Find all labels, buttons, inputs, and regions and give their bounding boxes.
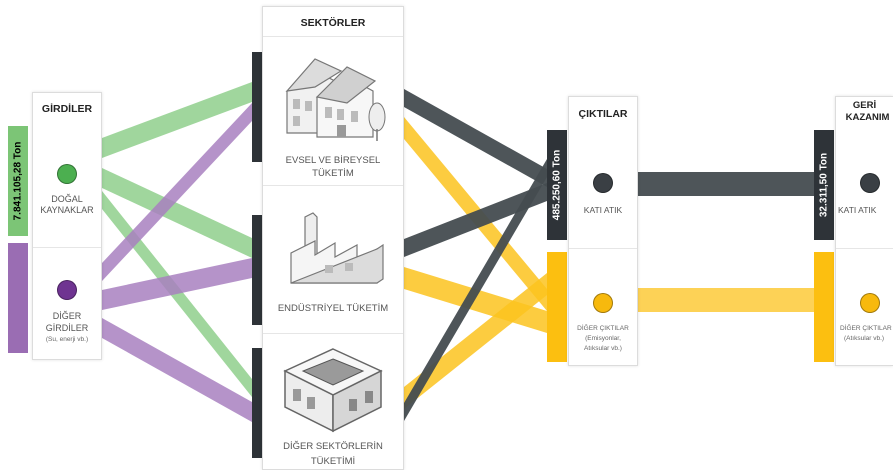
flow-solid-waste-to-recovery — [638, 172, 814, 196]
natural-resources-dot — [57, 164, 77, 184]
recovery-title-2: KAZANIM — [845, 112, 890, 123]
solid-waste-bar: 485.250,60 Ton — [547, 130, 567, 240]
outputs-card: ÇIKTILAR KATI ATIK DİĞER ÇIKTILAR (Emisy… — [568, 96, 638, 366]
natural-resources-label-1: DOĞAL — [51, 194, 83, 204]
recovered-solid-waste-label: KATI ATIK — [838, 205, 877, 215]
recovery-total-label: 32.311,50 Ton — [818, 152, 830, 218]
sector-other-label-1: DİĞER SEKTÖRLERİN — [283, 441, 383, 452]
recovered-other-outputs-bar — [814, 252, 834, 362]
solid-waste-label: KATI ATIK — [583, 205, 623, 215]
flow-other-to-industrial — [102, 258, 252, 310]
sector-household-label-1: EVSEL VE BİREYSEL — [285, 155, 381, 166]
factory-icon — [290, 212, 384, 284]
flow-others-to-other-outputs — [404, 273, 547, 409]
natural-resources-bar: 7.841.105,28 Ton — [8, 126, 28, 236]
recovery-divider — [836, 248, 893, 249]
flow-natural-to-industrial — [102, 168, 252, 258]
recovered-other-outputs-sub: (Atıksular vb.) — [844, 335, 885, 342]
other-outputs-sub-2: Atıksular vb.) — [584, 345, 622, 352]
other-inputs-sub: (Su, enerji vb.) — [45, 336, 89, 343]
outputs-divider — [569, 248, 637, 249]
flow-household-to-solid-waste — [404, 89, 547, 187]
sector-divider-2 — [263, 333, 403, 334]
sectors-card: SEKTÖRLER EVSEL VE BİREYSEL TÜKETİM ENDÜ… — [262, 6, 404, 470]
sector-bar-other — [252, 348, 262, 458]
recovered-solid-waste-bar: 32.311,50 Ton — [814, 130, 834, 240]
outputs-total-label: 485.250,60 Ton — [551, 149, 563, 221]
other-inputs-label-1: DİĞER — [52, 311, 82, 321]
recovered-other-outputs-dot — [860, 293, 880, 313]
recovered-other-outputs-label: DİĞER ÇIKTILAR — [840, 325, 892, 332]
natural-resources-label-2: KAYNAKLAR — [40, 205, 94, 215]
other-inputs-bar — [8, 243, 28, 353]
other-outputs-dot — [593, 293, 613, 313]
other-outputs-label: DİĞER ÇIKTILAR — [577, 325, 629, 332]
sector-household-label-2: TÜKETİM — [312, 168, 354, 179]
flow-other-to-household — [102, 103, 252, 281]
building-icon — [283, 348, 383, 433]
inputs-card: GİRDİLER DOĞAL KAYNAKLAR DİĞER GİRDİLER … — [32, 92, 102, 360]
sector-divider-1 — [263, 185, 403, 186]
other-inputs-label-2: GİRDİLER — [45, 323, 89, 333]
sectors-title: SEKTÖRLER — [300, 17, 366, 29]
other-outputs-sub-1: (Emisyonlar, — [585, 335, 621, 342]
recovery-card: GERİ KAZANIM KATI ATIK DİĞER ÇIKTILAR (A… — [835, 96, 893, 366]
sectors-title-divider — [263, 36, 403, 37]
flow-other-outputs-to-recovery — [638, 288, 814, 312]
flow-others-to-solid-waste — [404, 159, 547, 421]
inputs-divider — [33, 247, 101, 248]
inputs-title: GİRDİLER — [41, 103, 93, 115]
other-inputs-dot — [57, 280, 77, 300]
flow-other-to-other — [102, 318, 252, 422]
sector-bar-household — [252, 52, 262, 162]
sector-bar-industrial — [252, 215, 262, 325]
recovered-solid-waste-dot — [860, 173, 880, 193]
recovery-title-1: GERİ — [852, 100, 877, 111]
other-outputs-bar — [547, 252, 567, 362]
flow-industrial-to-solid-waste — [404, 183, 547, 257]
solid-waste-dot — [593, 173, 613, 193]
sector-other-label-2: TÜKETİMİ — [310, 456, 356, 467]
flow-natural-to-household — [102, 82, 252, 158]
houses-icon — [285, 58, 386, 141]
outputs-title: ÇIKTILAR — [578, 108, 628, 120]
sector-industrial-label: ENDÜSTRİYEL TÜKETİM — [277, 303, 389, 314]
inputs-total-label: 7.841.105,28 Ton — [12, 141, 24, 221]
